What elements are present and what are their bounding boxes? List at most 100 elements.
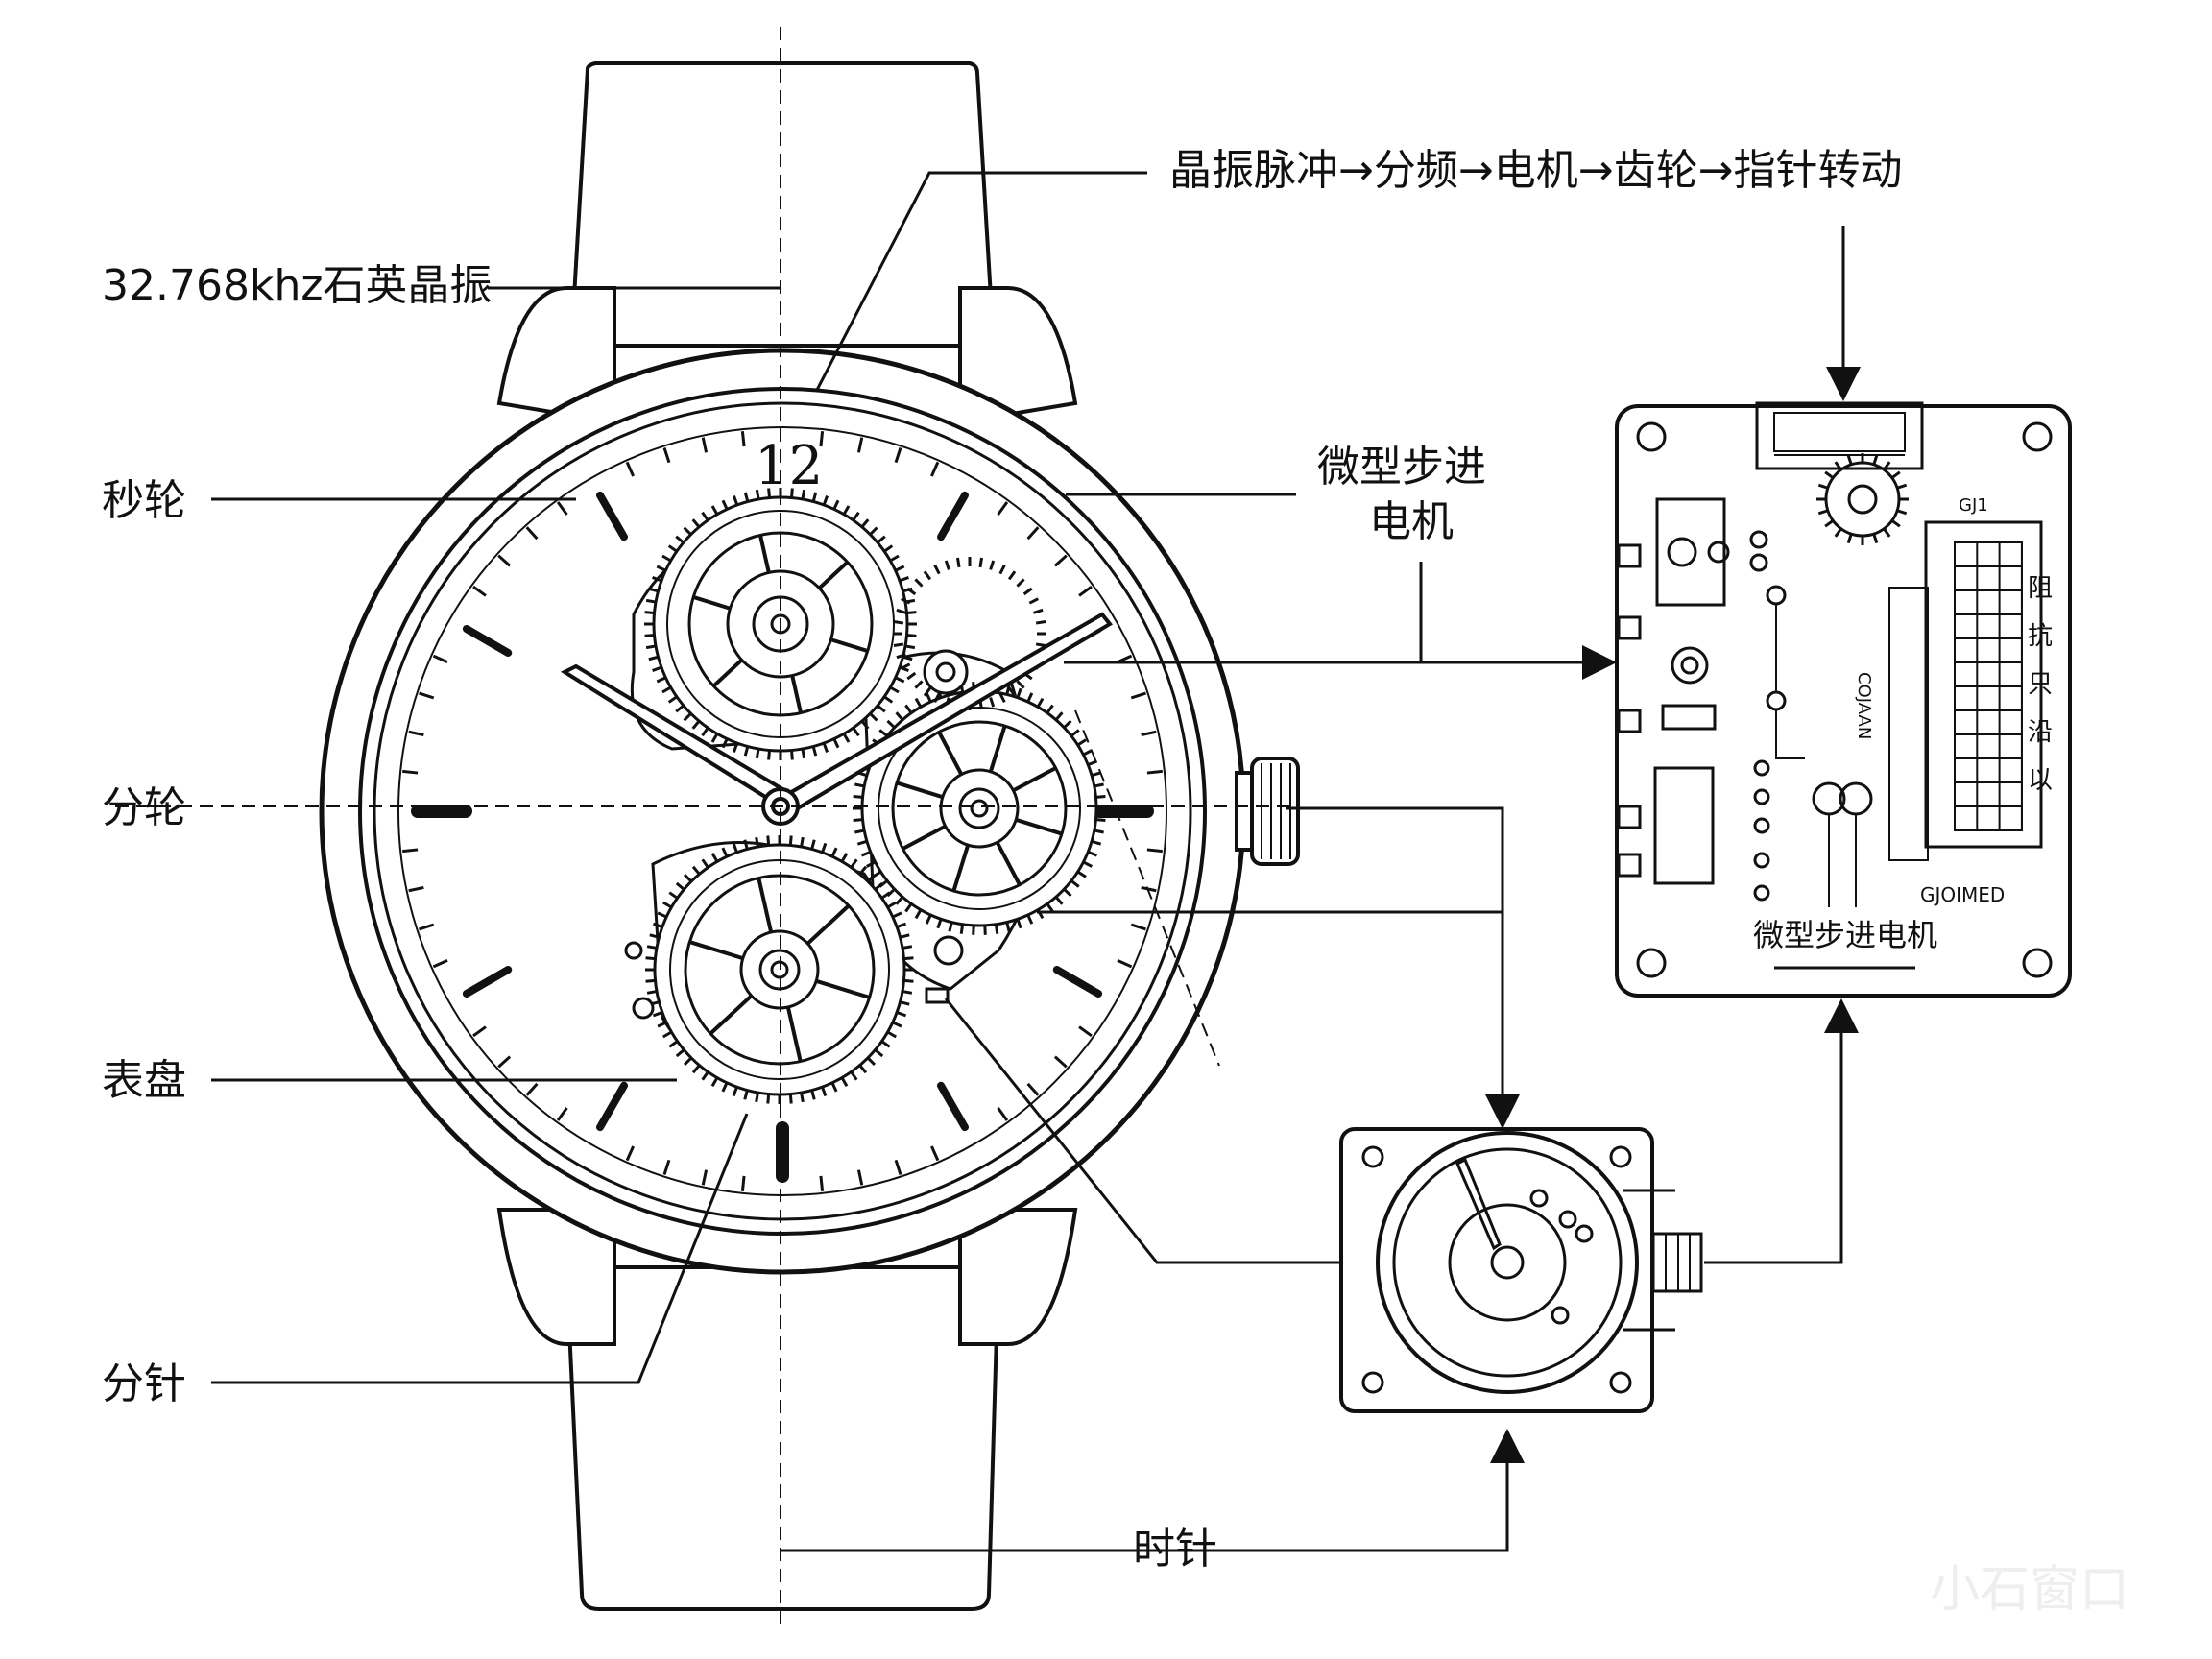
gear-tooth xyxy=(1007,686,1017,697)
gear-tooth xyxy=(989,697,996,708)
gear-tooth xyxy=(668,1040,679,1048)
hour-marker xyxy=(596,1081,628,1132)
pcb-side-mark-3: 只 xyxy=(2028,670,2054,699)
watch-strap xyxy=(564,61,1001,1611)
label-stepper-motor-2: 电机 xyxy=(1369,497,1454,546)
pcb-title: 微型步进电机 xyxy=(1753,917,1938,953)
gear-tooth xyxy=(936,918,943,929)
gear-tooth xyxy=(896,1011,907,1018)
gear-tooth xyxy=(1046,902,1054,913)
gear-tooth xyxy=(662,901,673,909)
minute-tick xyxy=(1141,730,1157,737)
gear-tooth xyxy=(842,733,851,743)
gear-tooth xyxy=(701,858,709,869)
dial-numeral-12: 12 xyxy=(755,435,824,497)
gear-tooth xyxy=(652,665,662,672)
gear-tooth xyxy=(646,945,658,950)
minute-tick xyxy=(556,501,568,516)
gear-tooth xyxy=(840,853,849,863)
gear-tooth xyxy=(732,842,738,854)
flow-leader xyxy=(814,171,1147,393)
gear-tooth xyxy=(858,1064,868,1074)
gear-tooth xyxy=(874,881,884,891)
gear-tooth xyxy=(914,908,923,920)
gear-tooth xyxy=(645,644,657,650)
gear-tooth xyxy=(889,554,900,563)
minute-tick xyxy=(402,769,419,775)
pcb-gear-tooth xyxy=(1834,461,1842,471)
minute-tick xyxy=(408,730,424,737)
gear-tooth xyxy=(788,835,793,846)
gear-tooth xyxy=(893,620,904,625)
gear-tooth xyxy=(1091,839,1102,846)
minute-tick xyxy=(1078,1025,1093,1038)
minute-tick xyxy=(432,654,448,663)
minute-ticks xyxy=(402,431,1163,1191)
gear-tooth xyxy=(644,634,655,637)
gear-tooth xyxy=(914,578,924,588)
gear-tooth xyxy=(721,737,729,749)
gear-tooth xyxy=(1094,829,1104,834)
gear-tooth xyxy=(683,526,692,536)
pcb-gear-tooth xyxy=(1824,470,1835,479)
gear-tooth xyxy=(800,836,805,848)
gear-tooth xyxy=(880,1040,891,1048)
gear-spoke xyxy=(988,725,1007,773)
gear-tooth xyxy=(683,873,693,883)
gear-tooth xyxy=(675,704,685,713)
gear-spoke xyxy=(688,940,744,961)
gear-tooth xyxy=(646,990,658,995)
gear-tooth xyxy=(1082,860,1094,868)
gear-spoke xyxy=(815,978,871,999)
gear-tooth xyxy=(998,692,1006,703)
gear-tooth xyxy=(994,924,999,934)
hour-marker xyxy=(1052,966,1103,998)
gear-tooth xyxy=(832,737,840,749)
gear-tooth xyxy=(1028,597,1039,605)
gear-tooth xyxy=(710,505,719,516)
gear-spoke xyxy=(709,994,754,1036)
gear-tooth xyxy=(877,704,886,713)
gear-tooth xyxy=(652,922,663,928)
gear-spoke xyxy=(1012,766,1057,793)
gear-spoke xyxy=(995,841,1022,886)
gear-tooth xyxy=(1063,719,1072,729)
minute-tick xyxy=(625,461,635,477)
center-axes xyxy=(115,27,1296,1632)
gear-tooth xyxy=(1035,620,1046,625)
gear-tooth xyxy=(668,891,679,900)
pcb-board xyxy=(1615,401,2072,998)
minute-tick xyxy=(472,1025,487,1038)
minute-tick xyxy=(894,1159,902,1175)
label-hour-hand: 时针 xyxy=(1133,1525,1217,1574)
gear-tooth xyxy=(1095,818,1106,823)
gear-tooth xyxy=(866,873,877,883)
gear-tooth xyxy=(801,489,806,500)
pcb-gear-tooth xyxy=(1883,461,1891,471)
minute-tick xyxy=(1130,691,1146,700)
minute-tick xyxy=(997,501,1009,516)
gear-tooth xyxy=(883,695,894,704)
gear-tooth xyxy=(902,990,913,995)
gear-tooth xyxy=(894,676,905,684)
gear-tooth xyxy=(1016,578,1025,588)
gear-tooth xyxy=(1076,738,1087,747)
watermark: 小石窗口 xyxy=(1930,1561,2130,1619)
pcb-gear-tooth xyxy=(1883,527,1891,538)
gear-tooth xyxy=(661,685,672,694)
gear-tooth xyxy=(923,570,932,581)
gear-tooth xyxy=(914,697,923,709)
pcb-gear-tooth xyxy=(1890,470,1901,479)
gear-tooth xyxy=(691,865,701,876)
gear-tooth xyxy=(733,495,739,506)
gear-tooth xyxy=(944,560,950,570)
label-minute-hand: 分针 xyxy=(102,1359,186,1408)
pcb-gear-tooth xyxy=(1834,527,1842,538)
minute-tick xyxy=(740,1175,746,1191)
pcb-side-mark-5: 以 xyxy=(2028,766,2054,795)
minute-tick xyxy=(701,437,709,453)
minute-tick xyxy=(701,1169,709,1186)
gear-tooth xyxy=(721,1082,729,1093)
minute-tick xyxy=(856,437,864,453)
pcb-gear-tooth xyxy=(1890,519,1901,528)
